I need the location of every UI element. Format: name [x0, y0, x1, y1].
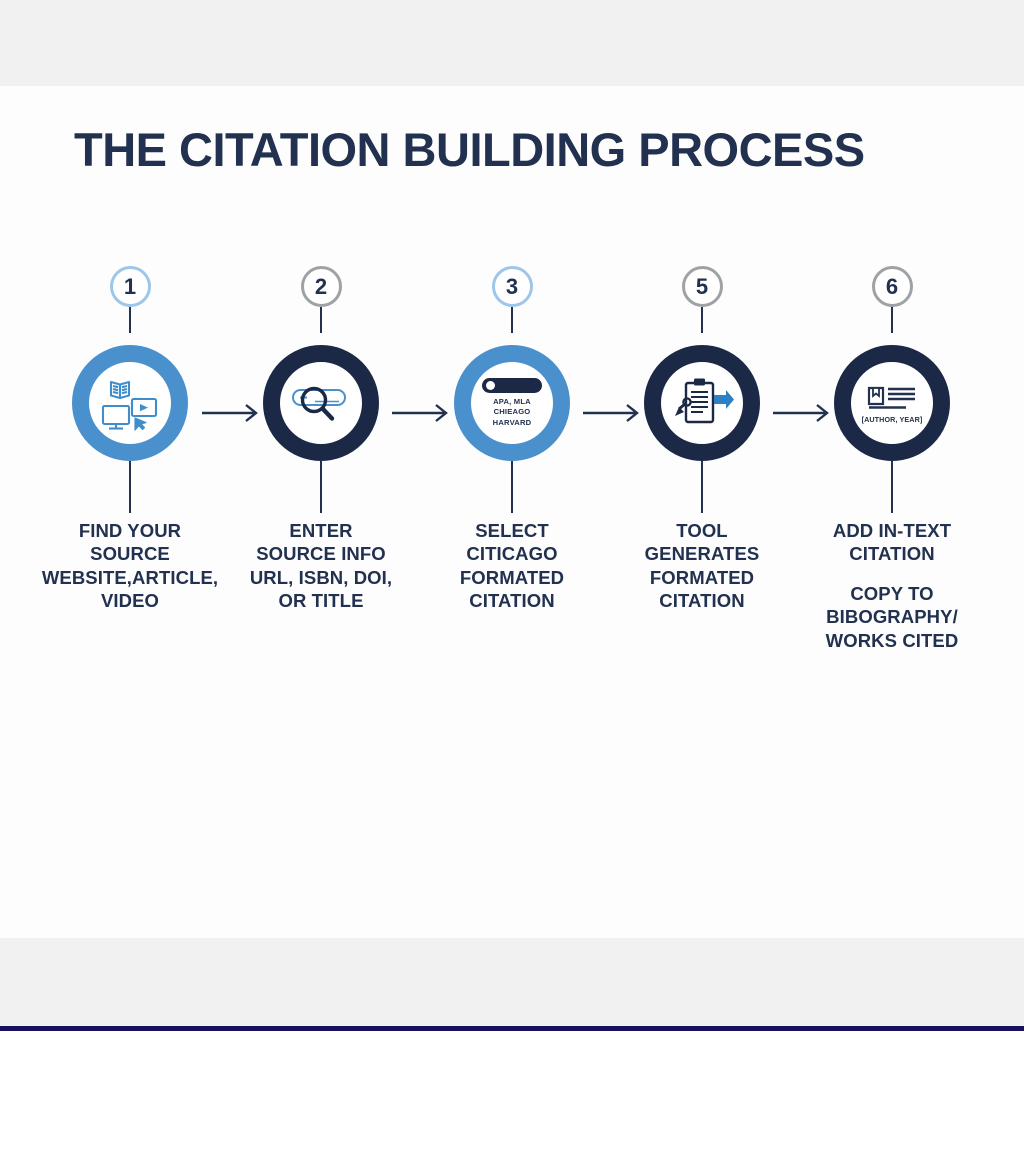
caption-line: ENTER	[289, 520, 353, 541]
caption-line: CITATION	[469, 590, 555, 612]
flow-arrow-2-3	[392, 402, 454, 424]
badge-connector-1	[129, 307, 131, 333]
format-option: CHIEAGO	[493, 407, 531, 417]
step-caption-6-secondary: COPY TO BIBOGRAPHY/ WORKS CITED	[792, 582, 992, 652]
flow-arrow-1-2	[202, 402, 264, 424]
caption-line: FORMATED	[649, 566, 755, 588]
step-circle-2	[263, 345, 379, 461]
format-toggle-switch[interactable]	[482, 378, 542, 394]
step-number-badge-2: 2	[300, 266, 342, 307]
search-bar-magnifier-icon	[282, 364, 360, 442]
step-circle-5	[644, 345, 760, 461]
step-circle-1	[72, 345, 188, 461]
step-6[interactable]: 6 [AUTHOR, YEAR]	[792, 266, 992, 652]
badge-connector-6	[891, 307, 893, 333]
caption-line: COPY TO	[850, 582, 934, 604]
source-media-icon	[91, 364, 169, 442]
caption-line: CITATION	[659, 590, 745, 612]
badge-connector-5	[701, 307, 703, 333]
step-circle-6: [AUTHOR, YEAR]	[834, 345, 950, 461]
caption-connector-5	[701, 461, 703, 513]
caption-line: FIND YOUR	[78, 520, 182, 541]
badge-connector-3	[511, 307, 513, 333]
flow-arrow-5-6	[773, 402, 835, 424]
document-citation-icon: [AUTHOR, YEAR]	[853, 364, 931, 442]
flow-arrow-3-5	[583, 402, 645, 424]
format-option: APA, MLA	[493, 397, 531, 407]
bottom-rule	[0, 1026, 1024, 1031]
caption-line: BIBOGRAPHY/	[826, 606, 958, 628]
caption-connector-1	[129, 461, 131, 513]
caption-line: SOURCE	[90, 543, 170, 565]
top-band	[0, 0, 1024, 86]
caption-line: GENERATES	[644, 543, 760, 565]
caption-line: CITATION	[849, 543, 935, 565]
step-number-1: 1	[123, 273, 137, 299]
caption-line: ADD IN-TEXT	[832, 520, 952, 541]
format-option: HARVARD	[492, 417, 532, 427]
step-caption-2: ENTER SOURCE INFO URL, ISBN, DOI, OR TIT…	[221, 519, 421, 613]
step-number-3: 3	[505, 273, 519, 299]
step-circle-3: APA, MLA CHIEAGO HARVARD	[454, 345, 570, 461]
icon-citation-label: [AUTHOR, YEAR]	[861, 415, 923, 424]
format-options-list: APA, MLA CHIEAGO HARVARD	[493, 397, 532, 428]
badge-connector-2	[320, 307, 322, 333]
step-caption-3: SELECT CITICAGO FORMATED CITATION	[412, 519, 612, 613]
caption-line: TOOL	[676, 520, 728, 541]
caption-line: VIDEO	[100, 590, 160, 612]
caption-line: WEBSITE,ARTICLE,	[41, 566, 219, 588]
step-caption-5: TOOL GENERATES FORMATED CITATION	[602, 519, 802, 613]
step-number-badge-3: 3	[491, 266, 533, 307]
step-3[interactable]: 3 APA, MLA CHIEAGO HARVARD SELECT	[412, 266, 612, 613]
step-number-5: 5	[695, 273, 709, 299]
bottom-band	[0, 938, 1024, 1026]
clipboard-signature-arrow-icon	[663, 364, 741, 442]
step-number-badge-5: 5	[681, 266, 723, 307]
caption-line: FORMATED	[459, 566, 565, 588]
toggle-knob	[486, 381, 495, 391]
caption-connector-2	[320, 461, 322, 513]
step-1[interactable]: 1	[30, 266, 230, 613]
step-caption-1: FIND YOUR SOURCE WEBSITE,ARTICLE, VIDEO	[0, 519, 260, 613]
caption-connector-6	[891, 461, 893, 513]
process-steps: 1	[0, 266, 1024, 686]
caption-line: SOURCE INFO	[256, 543, 386, 565]
format-toggle-icon: APA, MLA CHIEAGO HARVARD	[473, 364, 551, 442]
caption-line: URL, ISBN, DOI,	[249, 566, 393, 588]
caption-line: WORKS CITED	[825, 629, 959, 651]
caption-connector-3	[511, 461, 513, 513]
step-number-badge-1: 1	[109, 266, 151, 307]
step-5[interactable]: 5	[602, 266, 802, 613]
step-number-6: 6	[885, 273, 899, 299]
step-number-2: 2	[314, 273, 328, 299]
step-number-badge-6: 6	[871, 266, 913, 307]
step-caption-6: ADD IN-TEXT CITATION COPY TO BIBOGRAPHY/…	[792, 519, 992, 652]
caption-line: OR TITLE	[278, 590, 364, 612]
step-2[interactable]: 2 ENTER SOURCE INFO URL, ISBN	[221, 266, 421, 613]
page-title: THE CITATION BUILDING PROCESS	[74, 123, 865, 176]
caption-line: SELECT	[475, 520, 549, 541]
caption-line: CITICAGO	[466, 543, 558, 565]
